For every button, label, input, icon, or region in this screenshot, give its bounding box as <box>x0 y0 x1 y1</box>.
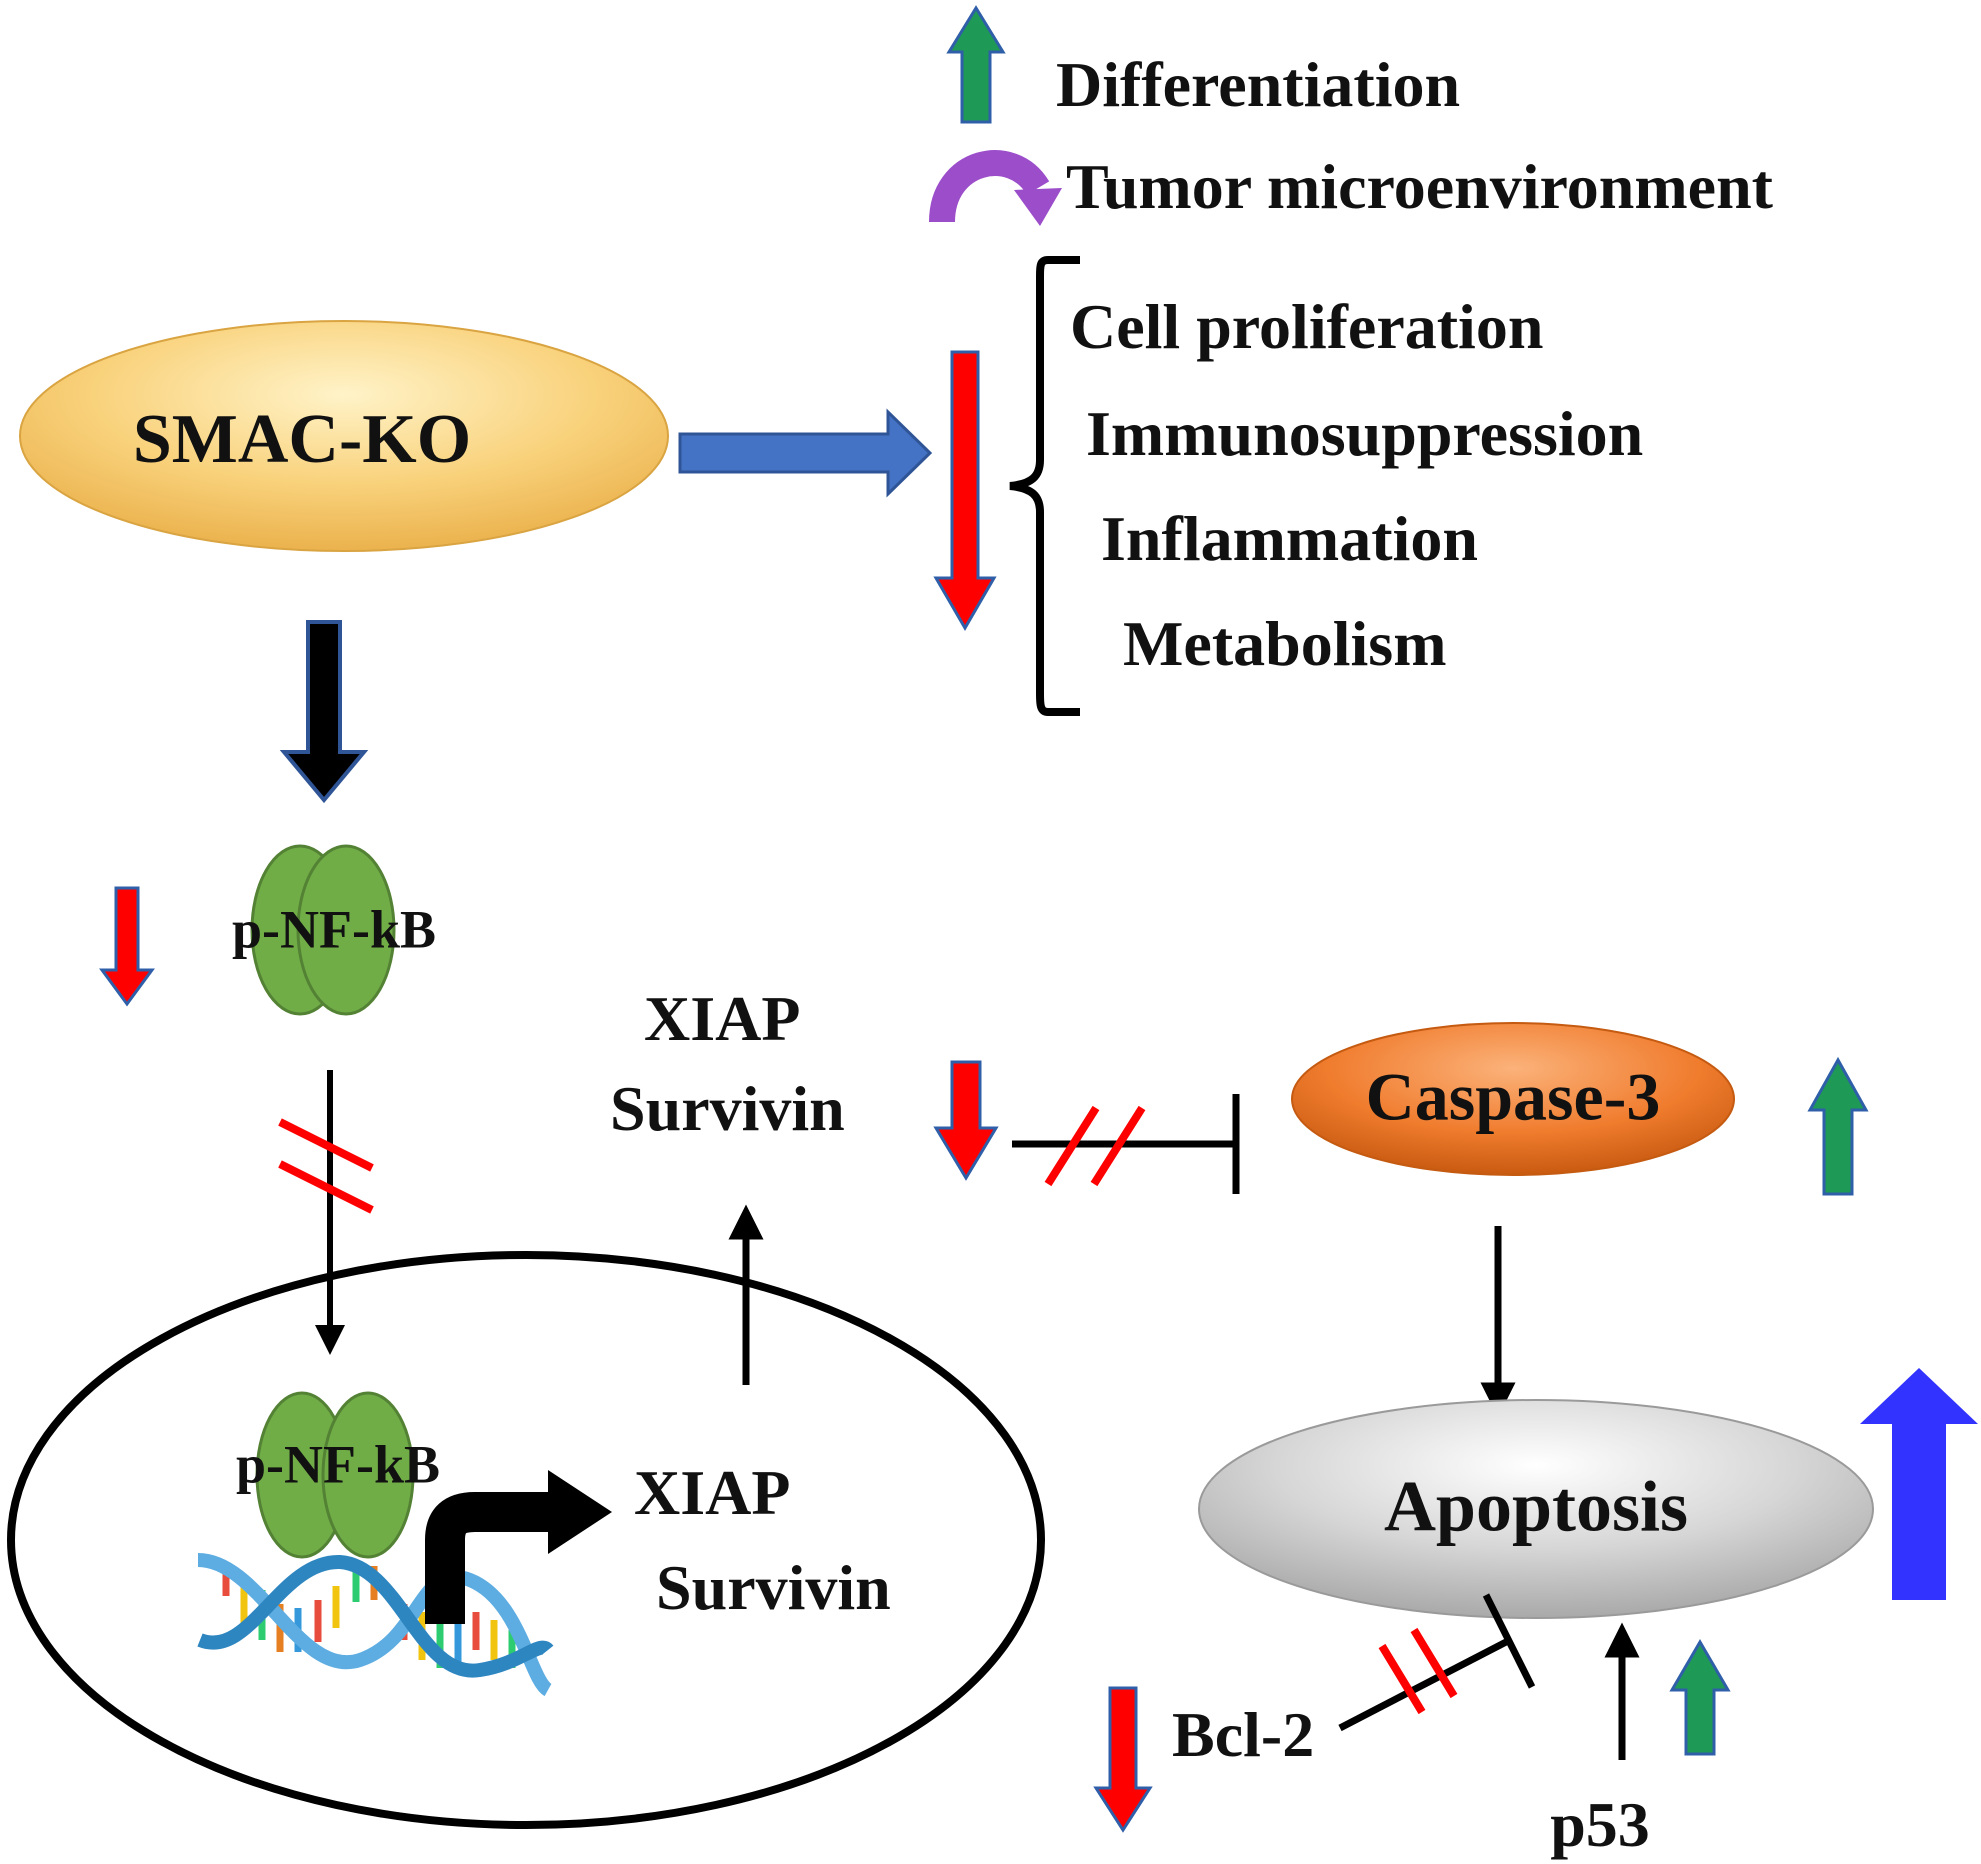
blue-right-arrow-icon <box>678 408 933 498</box>
dna-helix-icon <box>197 1553 554 1697</box>
blue-up-arrow-icon <box>1860 1368 1978 1600</box>
xiap-cytoplasm-label: XIAP <box>644 983 800 1054</box>
blocked-inhibition-bcl2-apoptosis <box>1338 1593 1536 1732</box>
black-down-arrow-icon <box>279 620 369 804</box>
p53-label: p53 <box>1550 1789 1650 1860</box>
effect-immunosuppression: Immunosuppression <box>1086 398 1643 469</box>
apoptosis-node: Apoptosis <box>1198 1399 1874 1619</box>
effect-metabolism: Metabolism <box>1123 608 1447 679</box>
p-nfkb-nucleus-label: p-NF-kB <box>236 1434 440 1494</box>
red-down-arrow-icon <box>1093 1686 1153 1833</box>
xiap-nucleus-label: XIAP <box>634 1457 790 1528</box>
green-up-arrow-icon <box>946 5 1006 124</box>
blocked-arrow-nfkb-to-nucleus <box>278 1070 374 1355</box>
nucleus-outline <box>7 1251 1045 1829</box>
curly-brace-bracket <box>1009 256 1080 716</box>
nfkb-dimer-nucleus: p-NF-kB <box>236 1391 440 1559</box>
effect-inflammation: Inflammation <box>1101 503 1478 574</box>
survivin-nucleus-label: Survivin <box>656 1552 891 1623</box>
red-down-arrow-icon <box>99 886 155 1007</box>
bcl2-label: Bcl-2 <box>1172 1699 1314 1770</box>
effect-cell-proliferation: Cell proliferation <box>1070 291 1543 362</box>
nfkb-dimer-cytoplasm: p-NF-kB <box>232 844 436 1016</box>
red-down-arrow-icon <box>933 1060 999 1181</box>
smac-ko-node: SMAC-KO <box>19 320 669 552</box>
effect-differentiation: Differentiation <box>1056 49 1460 120</box>
blocked-inhibition-xiap-caspase <box>1012 1094 1240 1194</box>
caspase3-node: Caspase-3 <box>1291 1022 1735 1176</box>
apoptosis-label: Apoptosis <box>1384 1467 1688 1547</box>
green-up-arrow-icon <box>1807 1056 1869 1196</box>
effect-tumor-microenvironment: Tumor microenvironment <box>1066 151 1774 222</box>
survivin-cytoplasm-label: Survivin <box>610 1073 845 1144</box>
smac-ko-label: SMAC-KO <box>133 401 471 478</box>
red-down-arrow-icon <box>933 350 997 631</box>
caspase3-label: Caspase-3 <box>1366 1059 1661 1135</box>
curved-cycle-arrow-icon <box>929 150 1062 226</box>
green-up-arrow-icon <box>1669 1639 1731 1756</box>
transcription-arrow-icon <box>425 1470 612 1624</box>
p-nfkb-cytoplasm-label: p-NF-kB <box>232 899 436 959</box>
